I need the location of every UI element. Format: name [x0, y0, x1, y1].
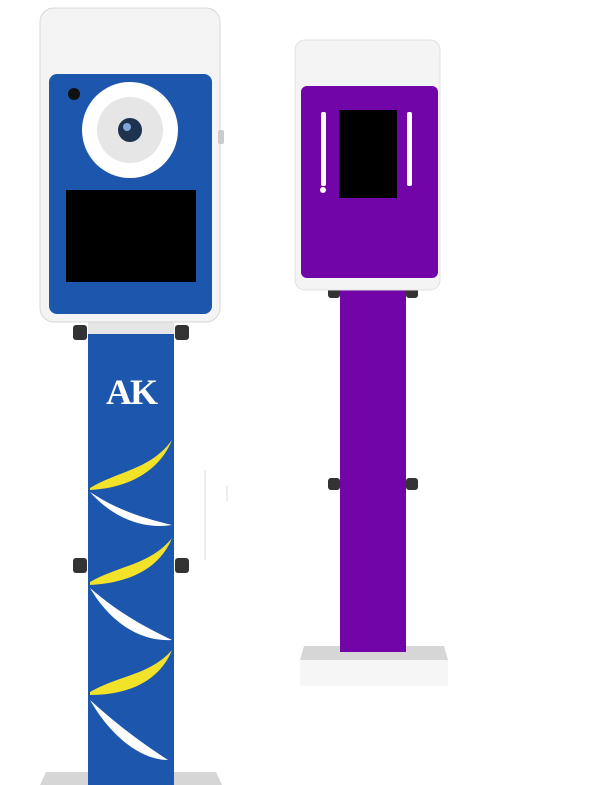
purple-booth-button — [320, 187, 326, 193]
shadow-tick — [226, 485, 228, 501]
purple-booth-base — [300, 646, 448, 660]
blue-booth-pole — [88, 332, 174, 785]
wave-white-1 — [90, 492, 172, 526]
wave-yellow-2 — [90, 538, 172, 585]
purple-clamp-left-mid — [328, 478, 340, 490]
wave-yellow-1 — [90, 440, 172, 490]
light-strip-left — [321, 112, 326, 186]
light-strip-right — [407, 112, 412, 186]
blue-booth-bracket — [88, 320, 174, 334]
blue-booth-screen — [66, 190, 196, 282]
sensor-dot — [68, 88, 80, 100]
wave-white-2 — [90, 588, 172, 641]
clamp-knob-right-top — [175, 325, 189, 340]
clamp-knob-left-mid — [73, 558, 87, 573]
purple-booth — [294, 39, 448, 686]
wave-yellow-3 — [90, 650, 172, 695]
purple-booth-floor-shadow — [300, 660, 448, 686]
clamp-knob-right-mid — [175, 558, 189, 573]
purple-booth-pole — [340, 290, 406, 652]
purple-clamp-right-mid — [406, 478, 418, 490]
lens-highlight — [123, 123, 131, 131]
ak-logo: AK — [106, 372, 158, 412]
shadow-line — [204, 470, 206, 560]
purple-booth-screen — [339, 110, 397, 198]
clamp-knob-left-top — [73, 325, 87, 340]
camera-lens-icon — [118, 118, 142, 142]
blue-booth-side-button — [218, 130, 224, 144]
blue-booth — [39, 7, 228, 785]
